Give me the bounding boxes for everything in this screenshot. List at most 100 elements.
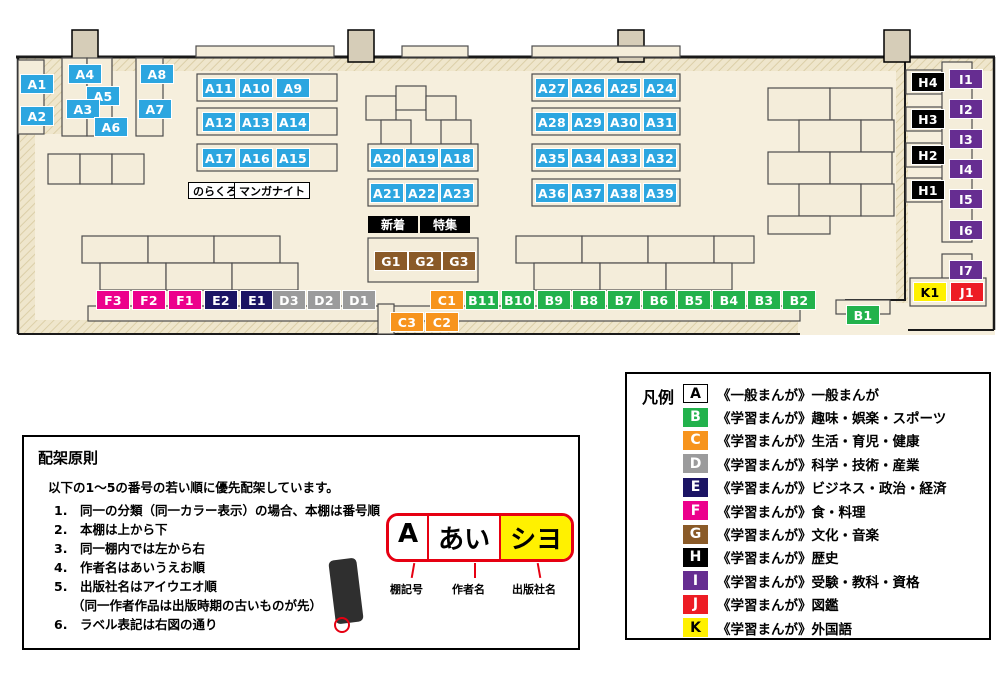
shelf-label-A19: A19 (405, 148, 439, 168)
shelf-label-A8: A8 (140, 64, 174, 84)
shelf-label-A16: A16 (239, 148, 273, 168)
shelf-label-I2: I2 (949, 99, 983, 119)
shelf-label-A9: A9 (276, 78, 310, 98)
legend-swatch-C: C (683, 430, 708, 450)
legend-label: 《学習まんが》趣味・娯楽・スポーツ (717, 411, 947, 428)
shelf-label-E2: E2 (204, 290, 238, 310)
example-caption-publisher: 出版社名 (512, 583, 556, 596)
pointer-line (410, 562, 416, 579)
label-example: A あい シヨ 棚記号 作者名 出版社名 (328, 513, 582, 643)
legend-row-K: K 《学習まんが》外国語 (683, 616, 981, 639)
principle-item: 3. 同一棚内では左から右 (54, 541, 205, 556)
shelf-label-I6: I6 (949, 220, 983, 240)
legend-title: 凡例 (642, 388, 675, 407)
shelf-label-A38: A38 (607, 183, 641, 203)
map-sign: 特集 (420, 216, 470, 233)
shelf-label-I5: I5 (949, 189, 983, 209)
shelf-label-B2: B2 (782, 290, 816, 310)
shelf-label-K1: K1 (913, 282, 947, 302)
principle-item: 1. 同一の分類（同一カラー表示）の場合、本棚は番号順 (54, 503, 380, 518)
legend-swatch-B: B (683, 407, 708, 427)
legend-row-I: I《学習まんが》受験・教科・資格 (683, 569, 981, 592)
shelf-label-A4: A4 (68, 64, 102, 84)
shelf-label-G2: G2 (408, 251, 442, 271)
shelf-label-A21: A21 (370, 183, 404, 203)
principle-item: （同一作者作品は出版時期の古いものが先） (72, 598, 323, 613)
shelf-label-A24: A24 (643, 78, 677, 98)
shelf-label-A13: A13 (239, 112, 273, 132)
example-author: あい (427, 516, 500, 559)
principle-item: 2. 本棚は上から下 (54, 522, 168, 537)
shelf-label-B10: B10 (501, 290, 535, 310)
shelf-label-I4: I4 (949, 159, 983, 179)
principles-intro: 以下の1〜5の番号の若い順に優先配架しています。 (48, 480, 339, 495)
shelf-label-A33: A33 (607, 148, 641, 168)
shelf-label-A15: A15 (276, 148, 310, 168)
shelf-label-D1: D1 (342, 290, 376, 310)
legend-swatch-A: A (683, 384, 708, 404)
shelf-label-A28: A28 (535, 112, 569, 132)
shelf-label-E1: E1 (240, 290, 274, 310)
map-sign: のらくろ (188, 182, 242, 199)
principle-item: 6. ラベル表記は右図の通り (54, 617, 218, 632)
shelf-label-A36: A36 (535, 183, 569, 203)
shelf-label-A2: A2 (20, 106, 54, 126)
label-highlight-circle-icon (334, 617, 350, 633)
legend-swatch-K: K (683, 618, 708, 638)
legend-swatch-I: I (683, 571, 708, 591)
example-caption-shelf: 棚記号 (390, 583, 423, 596)
shelf-label-B3: B3 (747, 290, 781, 310)
shelf-label-F3: F3 (96, 290, 130, 310)
shelf-label-F2: F2 (132, 290, 166, 310)
shelf-label-C2: C2 (425, 312, 459, 332)
principle-item: 4. 作者名はあいうえお順 (54, 560, 205, 575)
shelf-label-A23: A23 (440, 183, 474, 203)
shelf-label-A20: A20 (370, 148, 404, 168)
shelf-label-A32: A32 (643, 148, 677, 168)
legend-swatch-G: G (683, 524, 708, 544)
map-sign: マンガナイト (234, 182, 310, 199)
shelf-label-A3: A3 (66, 99, 100, 119)
shelf-label-A30: A30 (607, 112, 641, 132)
legend-row-D: D《学習まんが》科学・技術・産業 (683, 452, 981, 475)
legend-label: 《学習まんが》図鑑 (717, 598, 839, 615)
legend-swatch-E: E (683, 477, 708, 497)
shelf-label-H2: H2 (911, 145, 945, 165)
shelf-label-A26: A26 (571, 78, 605, 98)
legend-row-G: G 《学習まんが》文化・音楽 (683, 522, 981, 545)
shelf-label-A34: A34 (571, 148, 605, 168)
shelf-label-C3: C3 (390, 312, 424, 332)
map-sign: 新着 (368, 216, 418, 233)
legend-label: 《学習まんが》文化・音楽 (717, 528, 879, 545)
shelf-label-A6: A6 (94, 117, 128, 137)
legend-swatch-F: F (683, 501, 708, 521)
shelf-label-B5: B5 (677, 290, 711, 310)
shelf-label-B11: B11 (465, 290, 499, 310)
principle-item: 5. 出版社名はアイウエオ順 (54, 579, 217, 594)
shelf-label-B1: B1 (846, 305, 880, 325)
example-publisher: シヨ (499, 516, 572, 559)
legend-label: 《学習まんが》外国語 (717, 621, 852, 638)
shelf-label-A14: A14 (276, 112, 310, 132)
legend-label: 《学習まんが》生活・育児・健康 (717, 434, 920, 451)
legend-row-B: B 《学習まんが》趣味・娯楽・スポーツ (683, 405, 981, 428)
shelf-label-A17: A17 (202, 148, 236, 168)
shelf-label-I3: I3 (949, 129, 983, 149)
legend-swatch-D: D (683, 454, 708, 474)
example-caption-author: 作者名 (452, 583, 485, 596)
shelf-label-H1: H1 (911, 180, 945, 200)
shelf-label-A12: A12 (202, 112, 236, 132)
principles-list: 1. 同一の分類（同一カラー表示）の場合、本棚は番号順 2. 本棚は上から下 3. … (38, 501, 564, 634)
legend-label: 《学習まんが》食・料理 (717, 504, 866, 521)
shelf-label-A27: A27 (535, 78, 569, 98)
legend-swatch-J: J (683, 594, 708, 614)
pointer-line (474, 563, 476, 578)
shelf-label-B4: B4 (712, 290, 746, 310)
shelf-label-H4: H4 (911, 72, 945, 92)
legend-row-A: A《一般まんが》一般まんが (683, 382, 981, 405)
shelf-label-B7: B7 (607, 290, 641, 310)
